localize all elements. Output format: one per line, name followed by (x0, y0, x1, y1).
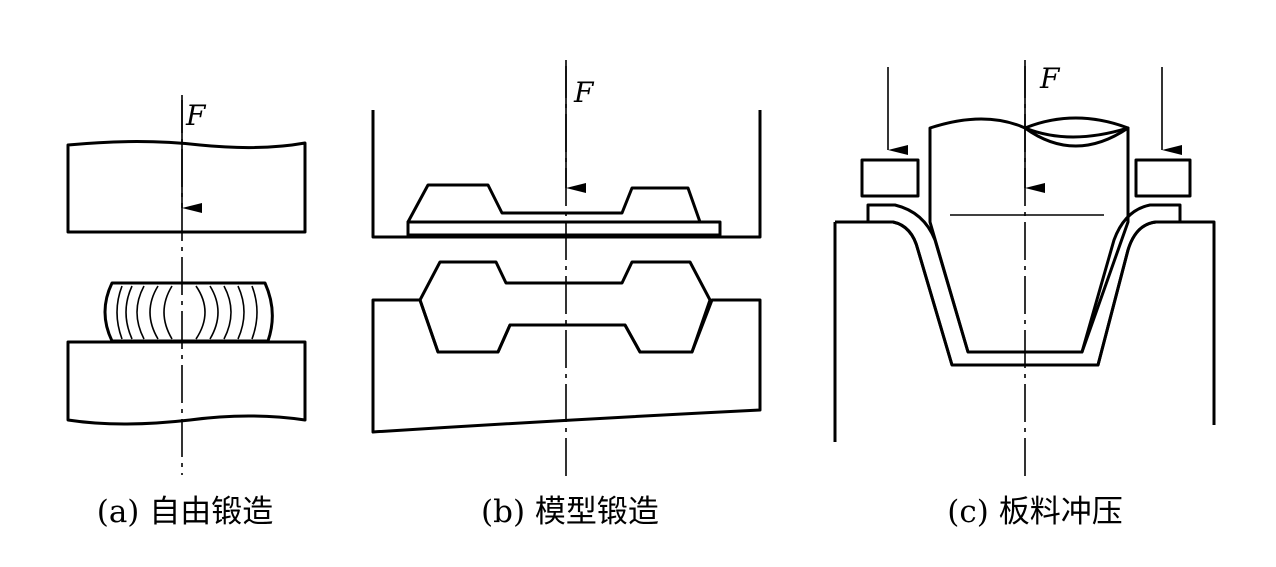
die-forging-figure: F (371, 60, 762, 478)
upper-anvil (66, 140, 307, 234)
caption-die-forging: (b) 模型锻造 (481, 494, 659, 530)
blank-holder-left (860, 158, 920, 198)
punch-section (1023, 116, 1130, 148)
caption-sheet-stamping: (c) 板料冲压 (947, 494, 1123, 530)
force-label: F (1039, 62, 1061, 95)
forged-part (418, 260, 712, 354)
billet-flow-lines (116, 285, 258, 340)
flash-plate (406, 220, 722, 237)
sheet-stamping-figure: F (833, 60, 1216, 478)
lower-anvil (66, 340, 307, 426)
sheet-blank (866, 203, 1182, 367)
force-label: F (573, 76, 595, 109)
force-label: F (185, 99, 207, 132)
free-forging-figure: F (66, 95, 307, 475)
caption-free-forging: (a) 自由锻造 (96, 494, 274, 530)
upper-die-cavity (406, 183, 702, 224)
punch (928, 117, 1130, 354)
blank-holder-right (1134, 158, 1192, 198)
